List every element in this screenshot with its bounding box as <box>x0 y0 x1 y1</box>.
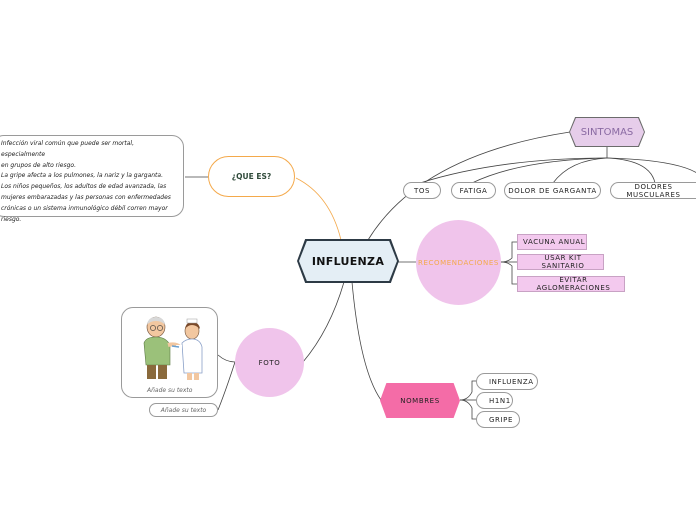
central-topic-node[interactable]: INFLUENZA <box>299 241 397 281</box>
que-es-node[interactable]: ¿QUE ES? <box>208 156 295 197</box>
recomendaciones-label: RECOMENDACIONES <box>418 258 499 267</box>
definition-line: Infección viral común que puede ser mort… <box>1 140 134 158</box>
definition-line: La gripe afecta a los pulmones, la nariz… <box>1 172 163 180</box>
recomendacion-aglomeraciones[interactable]: EVITAR AGLOMERACIONES <box>517 276 625 292</box>
que-es-label: ¿QUE ES? <box>231 172 272 181</box>
photo-card[interactable]: Añade su texto <box>121 307 218 398</box>
nombre-gripe[interactable]: GRIPE <box>476 411 520 428</box>
sintoma-dolores-musculares[interactable]: DOLORES MUSCULARES <box>610 182 696 199</box>
definition-line: crónicas o un sistema inmunológico débil… <box>1 204 168 212</box>
sintoma-dolor-garganta[interactable]: DOLOR DE GARGANTA <box>504 182 601 199</box>
recomendacion-vacuna[interactable]: VACUNA ANUAL <box>517 234 587 250</box>
foto-extra-caption[interactable]: Añade su texto <box>149 403 218 417</box>
nombres-node[interactable]: NOMBRES <box>380 383 460 418</box>
sintoma-fatiga[interactable]: FATIGA <box>451 182 496 199</box>
sintoma-tos[interactable]: TOS <box>403 182 441 199</box>
nombre-influenza[interactable]: INFLUENZA <box>476 373 538 390</box>
sintomas-node[interactable]: SINTOMAS <box>570 118 644 146</box>
vaccination-illustration <box>143 316 203 380</box>
recomendaciones-node[interactable]: RECOMENDACIONES <box>416 220 501 305</box>
foto-label: FOTO <box>258 358 281 367</box>
definition-text-box: Infección viral común que puede ser mort… <box>0 135 184 223</box>
central-topic-label: INFLUENZA <box>311 254 385 268</box>
definition-line: en grupos de alto riesgo. <box>1 161 77 169</box>
definition-line: riesgo. <box>1 215 22 223</box>
definition-line: Los niños pequeños, los adultos de edad … <box>1 183 167 191</box>
sintomas-label: SINTOMAS <box>580 126 634 138</box>
nombres-label: NOMBRES <box>400 396 440 405</box>
definition-line: mujeres embarazadas y las personas con e… <box>1 193 171 201</box>
nombre-h1n1[interactable]: H1N1 <box>476 392 513 409</box>
recomendacion-kit[interactable]: USAR KIT SANITARIO <box>517 254 604 270</box>
photo-caption: Añade su texto <box>147 387 193 394</box>
foto-node[interactable]: FOTO <box>235 328 304 397</box>
